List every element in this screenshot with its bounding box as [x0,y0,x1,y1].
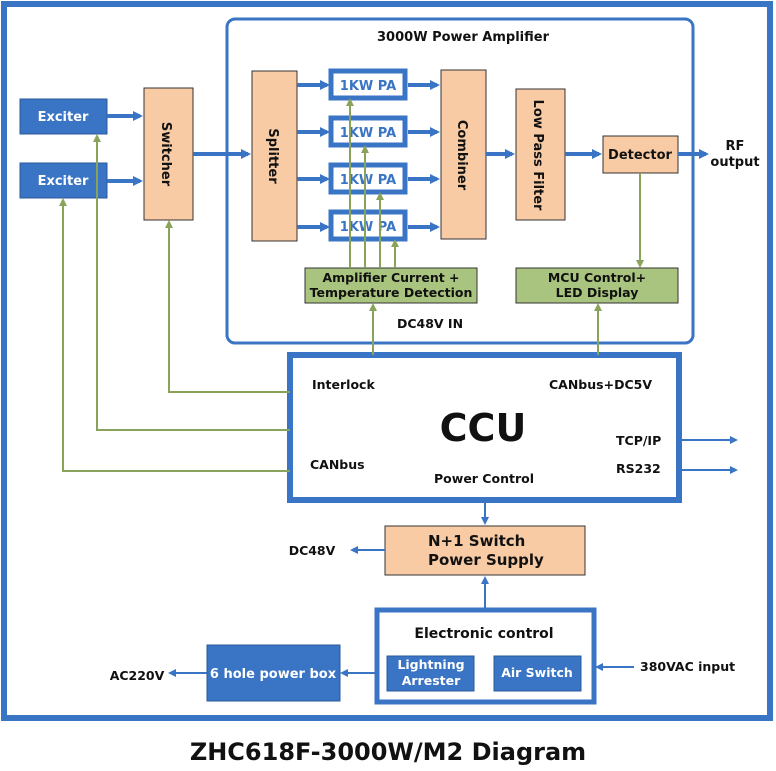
mcu-display-block[interactable]: MCU Control+ LED Display [515,267,679,304]
power-supply-line-1: N+1 Switch [428,532,525,550]
pa-module-3-label: 1KW PA [340,173,396,188]
power-supply-line-2: Power Supply [428,551,544,569]
power-supply-block[interactable]: N+1 Switch Power Supply [384,525,586,576]
splitter-block[interactable]: Splitter [251,70,298,242]
380vac-input-label: 380VAC input [640,659,735,674]
combiner-label: Combiner [454,120,469,191]
pa-module-1-label: 1KW PA [340,79,396,94]
pa-module-3[interactable]: 1KW PA [328,162,408,195]
amp-detection-line-2: Temperature Detection [310,285,473,300]
low-pass-filter-label: Low Pass Filter [530,100,545,212]
pa-module-1[interactable]: 1KW PA [328,68,408,101]
combiner-block[interactable]: Combiner [440,69,487,240]
exciter-1-label: Exciter [38,110,89,125]
ccu-title: CCU [440,406,527,450]
lightning-arrester-line-1: Lightning [397,657,464,672]
power-box-block[interactable]: 6 hole power box [206,644,341,702]
exciter-2[interactable]: Exciter [19,162,108,199]
air-switch-block[interactable]: Air Switch [493,655,582,692]
rf-output-label-2: output [710,155,759,170]
dc48v-output-label: DC48V [289,543,336,558]
power-box-label: 6 hole power box [210,667,337,682]
ccu-rs232-label: RS232 [616,461,661,476]
ac220v-label: AC220V [110,668,165,683]
ccu-block[interactable]: CCU Interlock CANbus+DC5V CANbus Power C… [287,352,682,503]
air-switch-label: Air Switch [501,665,573,680]
amp-detection-line-1: Amplifier Current + [322,270,459,285]
pa-module-2[interactable]: 1KW PA [328,115,408,148]
diagram-title: ZHC618F-3000W/M2 Diagram [190,738,586,766]
control-line-ccu-to-exciter2 [59,198,290,472]
power-amplifier-title: 3000W Power Amplifier [377,30,550,45]
exciter-2-label: Exciter [38,174,89,189]
pa-module-2-label: 1KW PA [340,126,396,141]
amplifier-detection-block[interactable]: Amplifier Current + Temperature Detectio… [304,267,478,304]
ccu-tcpip-label: TCP/IP [616,433,661,448]
power-amplifier-container [225,17,695,345]
ccu-power-control-label: Power Control [434,471,534,486]
pa-module-4[interactable]: 1KW PA [328,209,408,242]
rf-output-label-1: RF [726,139,745,154]
exciter-1[interactable]: Exciter [19,98,108,135]
low-pass-filter-block[interactable]: Low Pass Filter [515,88,566,221]
electronic-control-title: Electronic control [414,626,553,642]
mcu-display-line-1: MCU Control+ [548,270,646,285]
pa-module-4-label: 1KW PA [340,220,396,235]
lightning-arrester-line-2: Arrester [402,673,461,688]
splitter-label: Splitter [265,128,280,184]
ccu-interlock-label: Interlock [312,377,375,392]
dc48v-in-label: DC48V IN [397,316,463,331]
control-line-ccu-to-switcher [165,220,290,393]
control-line-ccu-to-exciter1 [93,134,290,431]
lightning-arrester-block[interactable]: Lightning Arrester [386,655,475,692]
ccu-canbus-dc5v-label: CANbus+DC5V [549,377,652,392]
outer-frame [1,1,773,721]
detector-label: Detector [608,148,672,163]
ccu-canbus-label: CANbus [310,457,365,472]
detector-block[interactable]: Detector [602,135,679,174]
mcu-display-line-2: LED Display [556,285,639,300]
switcher-label: Switcher [158,122,173,187]
switcher-block[interactable]: Switcher [143,87,194,221]
